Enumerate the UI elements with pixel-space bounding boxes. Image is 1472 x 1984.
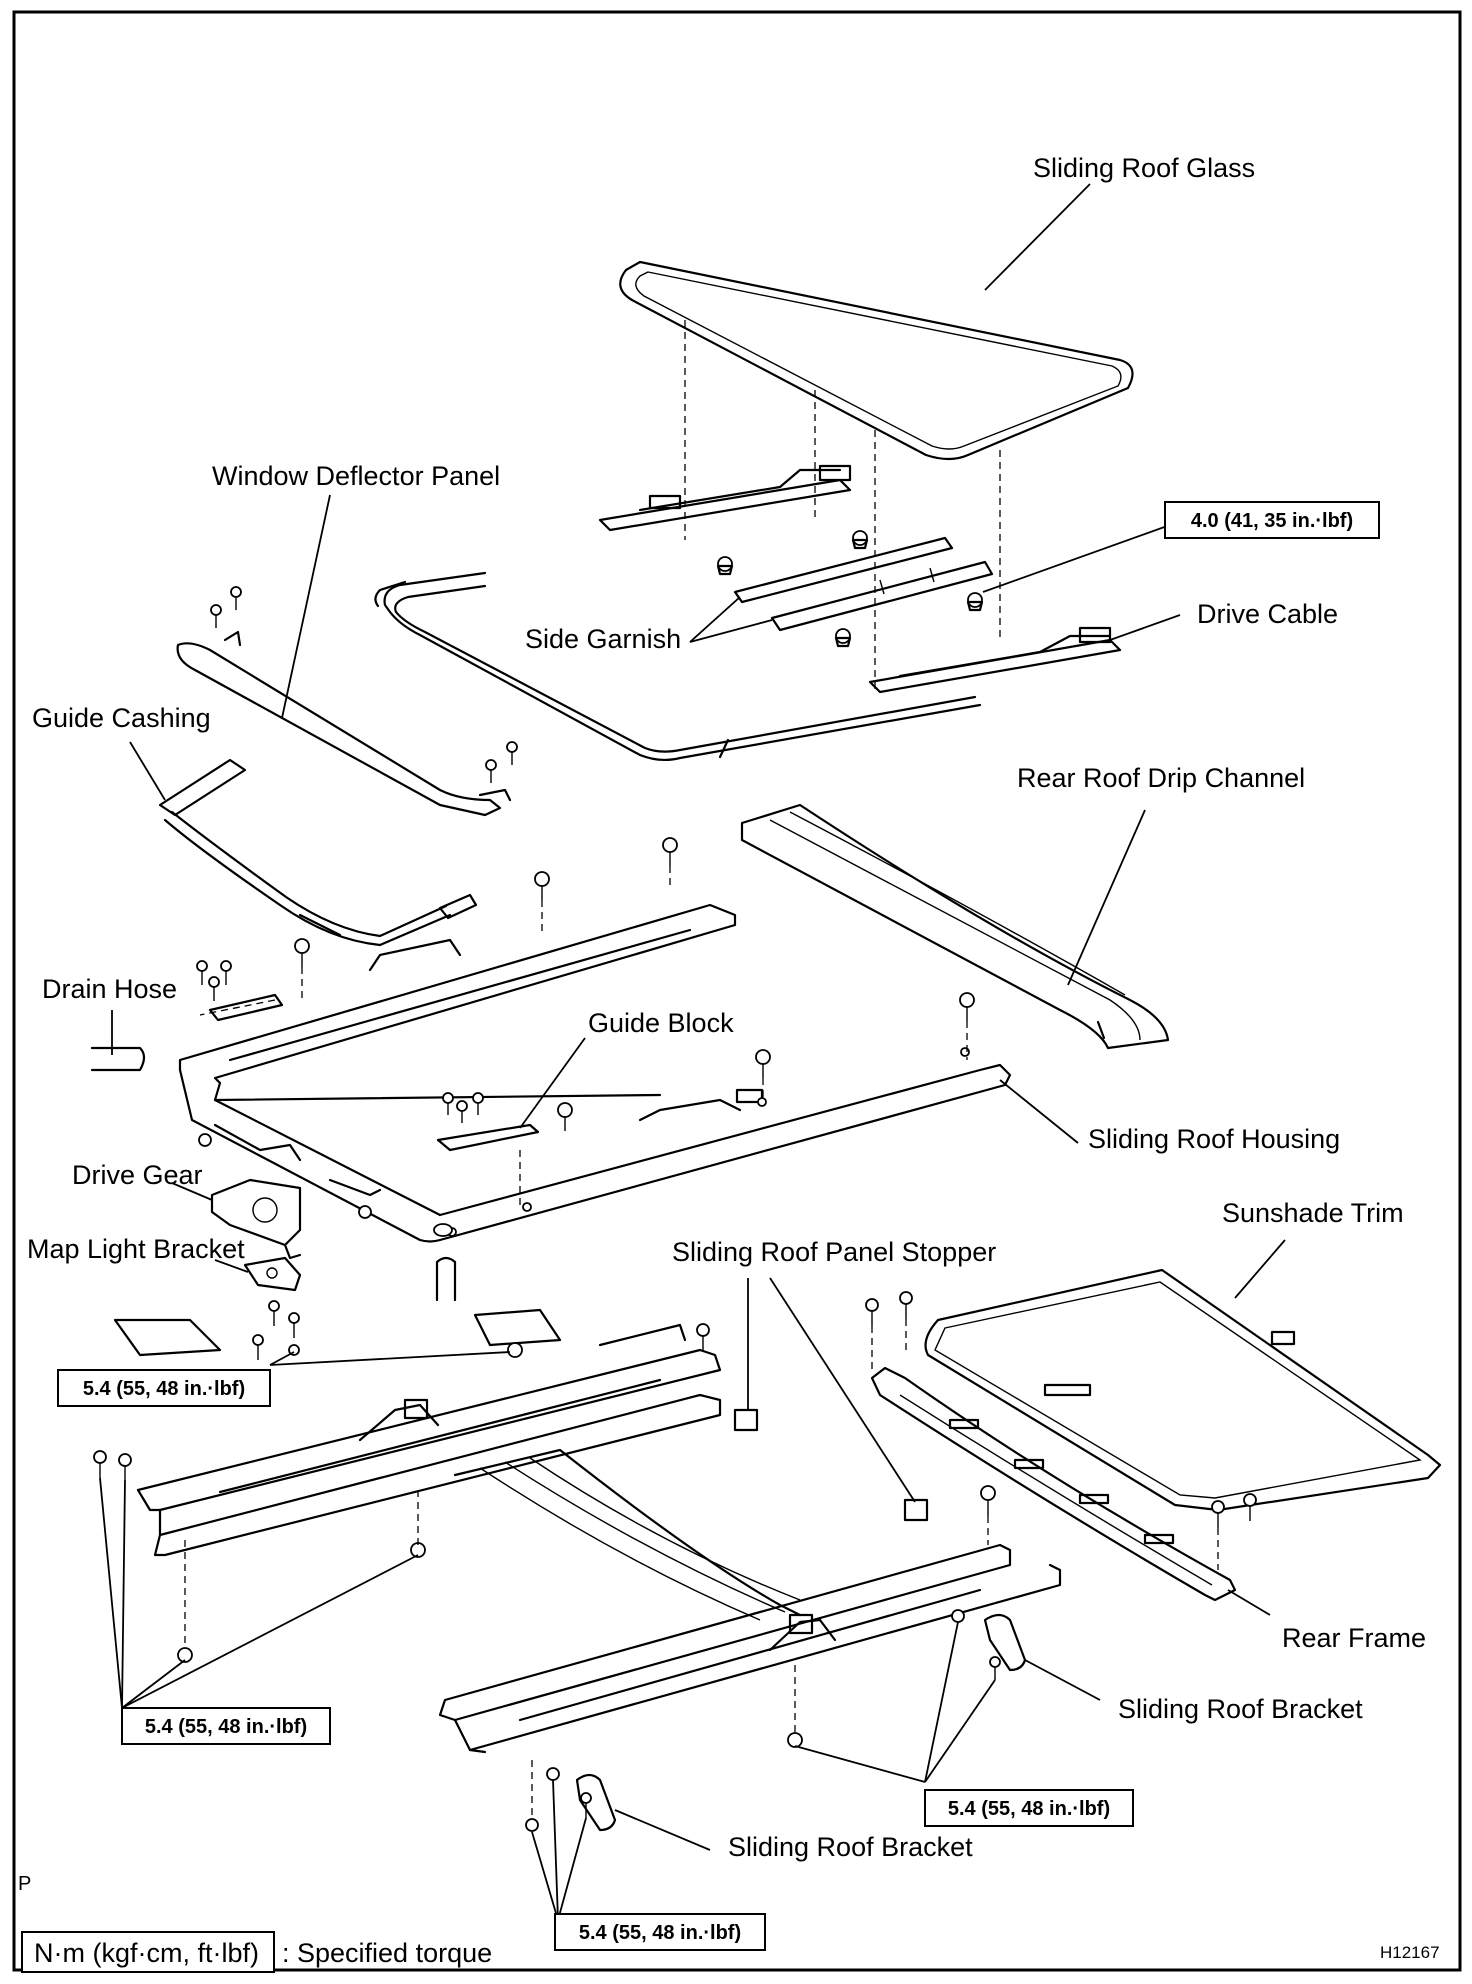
label-guide-cashing: Guide Cashing — [32, 703, 211, 733]
label-sliding-roof-panel-stopper: Sliding Roof Panel Stopper — [672, 1237, 996, 1267]
sliding-roof-bracket-lower-part — [575, 1773, 617, 1832]
sliding-roof-frame-rail — [374, 571, 982, 762]
label-sliding-roof-bracket-right: Sliding Roof Bracket — [1118, 1694, 1363, 1724]
sunshade-trim-part — [924, 1268, 1442, 1512]
torque-value-4: 5.4 (55, 48 in.·lbf) — [948, 1798, 1110, 1820]
torque-value-2: 5.4 (55, 48 in.·lbf) — [83, 1378, 245, 1400]
guide-block-part — [436, 1092, 540, 1152]
sliding-roof-housing-part — [178, 903, 1012, 1243]
label-guide-block: Guide Block — [588, 1008, 734, 1038]
part-labels: Sliding Roof Glass Window Deflector Pane… — [27, 153, 1426, 1862]
rear-guide-rail — [438, 1543, 1062, 1754]
diagram-frame — [12, 10, 1462, 1972]
rear-slider-assembly — [868, 626, 1122, 694]
label-rear-frame: Rear Frame — [1282, 1623, 1426, 1653]
label-side-garnish: Side Garnish — [525, 624, 681, 654]
label-window-deflector-panel: Window Deflector Panel — [212, 461, 500, 491]
figure-code: H12167 — [1380, 1943, 1440, 1962]
label-sunshade-trim: Sunshade Trim — [1222, 1198, 1404, 1228]
label-drive-gear: Drive Gear — [72, 1160, 203, 1190]
rear-rail-bolts — [525, 1485, 1001, 1832]
label-sliding-roof-housing: Sliding Roof Housing — [1088, 1124, 1340, 1154]
torque-spec-3: 5.4 (55, 48 in.·lbf) — [121, 1707, 331, 1745]
legend-text: : Specified torque — [282, 1938, 492, 1968]
panel-stopper-part — [733, 1408, 929, 1522]
legend-unit: N·m (kgf·cm, ft·lbf) — [34, 1938, 259, 1968]
label-sliding-roof-glass: Sliding Roof Glass — [1033, 153, 1255, 183]
glass-bolts — [716, 530, 984, 648]
side-garnish-part — [733, 536, 994, 632]
torque-value-3: 5.4 (55, 48 in.·lbf) — [145, 1716, 307, 1738]
torque-spec-2: 5.4 (55, 48 in.·lbf) — [57, 1369, 271, 1407]
drain-side-clip — [196, 960, 284, 1022]
label-drain-hose: Drain Hose — [42, 974, 177, 1004]
torque-value-1: 4.0 (41, 35 in.·lbf) — [1191, 510, 1353, 532]
drain-hose-part — [90, 1046, 457, 1302]
label-drive-cable: Drive Cable — [1197, 599, 1338, 629]
corner-mark: P — [18, 1873, 31, 1895]
front-slider-assembly — [598, 464, 852, 532]
drive-gear-part — [210, 1178, 302, 1260]
front-rail-bolts — [93, 1300, 710, 1663]
torque-legend: N·m (kgf·cm, ft·lbf) : Specified torque — [21, 1931, 492, 1973]
torque-spec-4: 5.4 (55, 48 in.·lbf) — [924, 1789, 1134, 1827]
torque-spec-5: 5.4 (55, 48 in.·lbf) — [554, 1913, 766, 1951]
torque-value-5: 5.4 (55, 48 in.·lbf) — [579, 1922, 741, 1944]
sliding-roof-glass-part — [619, 260, 1134, 461]
map-light-bracket-part — [243, 1256, 302, 1292]
housing-bolts — [294, 837, 975, 1131]
label-rear-roof-drip-channel: Rear Roof Drip Channel — [1017, 763, 1305, 793]
leader-lines — [99, 183, 1286, 1921]
label-map-light-bracket: Map Light Bracket — [27, 1234, 245, 1264]
window-deflector-panel-part — [176, 586, 518, 817]
rear-roof-drip-channel-part — [740, 803, 1170, 1050]
guide-cashing-part — [158, 758, 478, 947]
label-sliding-roof-bracket-lower: Sliding Roof Bracket — [728, 1832, 973, 1862]
rear-frame-bolts — [865, 1291, 1257, 1528]
front-guide-rail — [113, 1308, 722, 1557]
rear-frame-part — [870, 1366, 1237, 1602]
roof-opening-frame — [453, 1448, 802, 1621]
torque-spec-1: 4.0 (41, 35 in.·lbf) — [1164, 501, 1380, 539]
